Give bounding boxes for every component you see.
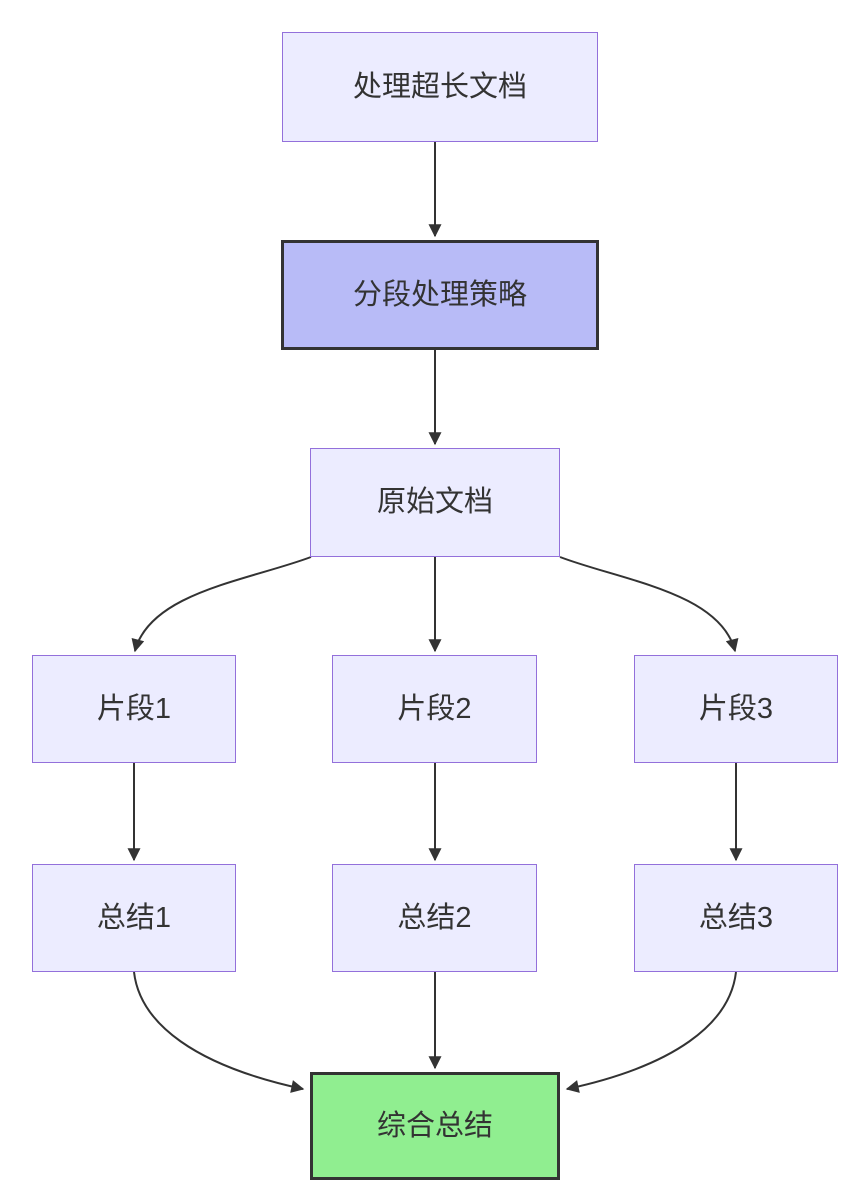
edge-summary3-to-final <box>565 971 737 1093</box>
node-summary1: 总结1 <box>32 864 236 972</box>
node-summary2: 总结2 <box>332 864 537 972</box>
node-chunk2: 片段2 <box>332 655 537 763</box>
node-label-summary3: 总结3 <box>698 901 774 934</box>
node-label-final: 综合总结 <box>376 1109 493 1142</box>
node-label-chunk1: 片段1 <box>96 692 172 725</box>
edge-summary1-to-final <box>133 971 305 1093</box>
node-label-strategy: 分段处理策略 <box>352 278 527 311</box>
node-source: 原始文档 <box>310 448 560 557</box>
edge-source-to-chunk3 <box>559 556 739 653</box>
node-summary3: 总结3 <box>634 864 838 972</box>
node-label-source: 原始文档 <box>376 486 493 519</box>
edge-source-to-chunk1 <box>131 556 312 653</box>
node-final: 综合总结 <box>310 1072 560 1180</box>
node-chunk1: 片段1 <box>32 655 236 763</box>
node-label-doc: 处理超长文档 <box>352 70 527 103</box>
node-strategy: 分段处理策略 <box>281 240 599 350</box>
node-label-chunk2: 片段2 <box>397 692 472 725</box>
node-chunk3: 片段3 <box>634 655 838 763</box>
node-label-summary1: 总结1 <box>96 901 172 934</box>
node-label-chunk3: 片段3 <box>698 692 774 725</box>
node-label-summary2: 总结2 <box>397 901 472 934</box>
node-doc: 处理超长文档 <box>282 32 598 142</box>
